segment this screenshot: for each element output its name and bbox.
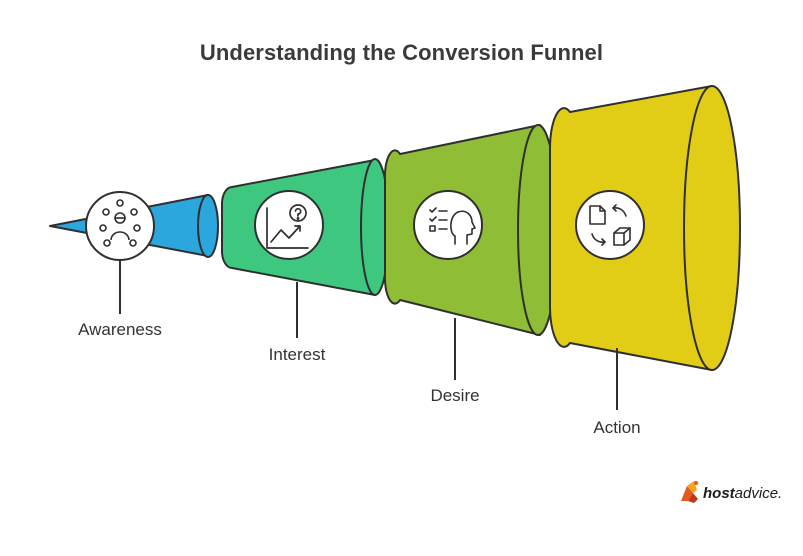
stage-label-awareness: Awareness: [78, 320, 162, 339]
brand-advice-text: advice.: [734, 484, 783, 502]
stage-label-action: Action: [593, 418, 641, 437]
checklist-head-icon: [413, 190, 483, 260]
hostadvice-logo-icon: [681, 481, 698, 503]
document-box-exchange-icon: [575, 190, 645, 260]
people-group-icon: [85, 191, 155, 261]
stage-label-desire: Desire: [430, 386, 480, 405]
brand-host-text: host: [703, 484, 735, 502]
chart-question-icon: [254, 190, 324, 260]
brand-watermark: hostadvice.: [676, 482, 782, 504]
stage-label-interest: Interest: [268, 345, 326, 364]
page-title: Understanding the Conversion Funnel: [199, 40, 604, 65]
